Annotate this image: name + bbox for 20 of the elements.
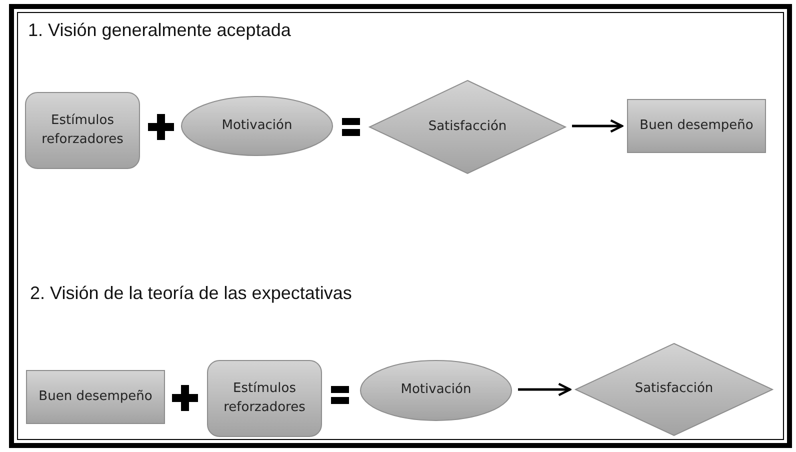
ellipse-shape: [181, 96, 333, 156]
arrow: [518, 382, 572, 396]
node-label: Motivación: [400, 381, 472, 400]
node-label: Buen desempeño: [38, 388, 152, 406]
section-heading: 2. Visión de la teoría de las expectativas: [30, 283, 352, 304]
node-label: Satisfacción: [634, 380, 714, 398]
node-label: Motivación: [222, 116, 292, 135]
node-label: Estímulos reforzadores: [222, 380, 306, 416]
ellipse-shape: [360, 360, 512, 421]
process-box: [26, 370, 165, 424]
decision-diamond: [575, 343, 773, 436]
section-heading: 1. Visión generalmente aceptada: [28, 20, 291, 41]
node-label: Estímulos reforzadores: [40, 112, 124, 148]
node-label: Buen desempeño: [640, 116, 754, 135]
arrow: [572, 119, 624, 133]
rounded-box: [207, 360, 322, 437]
node-label: Satisfacción: [428, 118, 507, 136]
decision-diamond: [369, 80, 566, 174]
rounded-box: [25, 92, 140, 169]
process-box: [627, 99, 766, 153]
